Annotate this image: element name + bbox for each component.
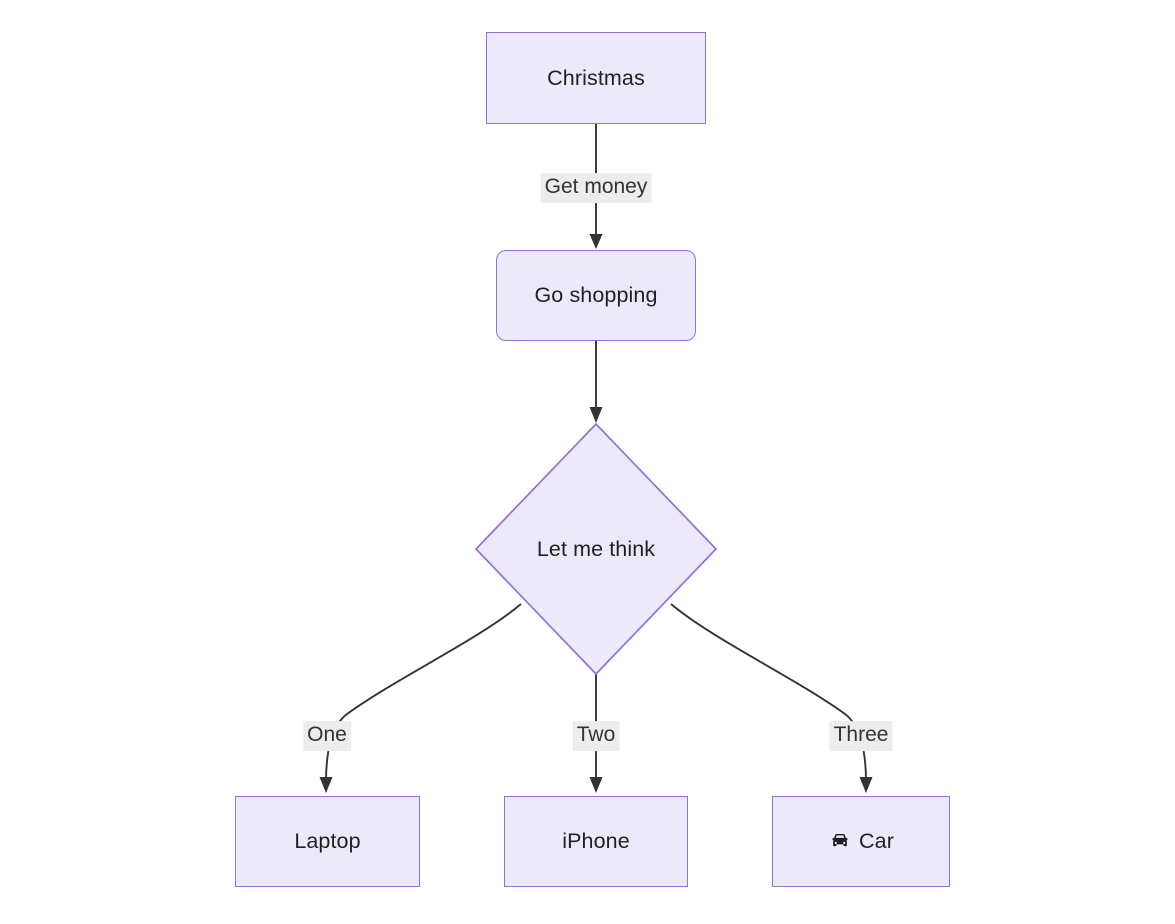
node-car[interactable]: Car	[772, 796, 950, 887]
node-laptop-label: Laptop	[294, 829, 361, 853]
node-iphone-label: iPhone	[562, 829, 630, 853]
car-icon	[828, 831, 852, 852]
edge-label-one: One	[303, 721, 351, 751]
edge-label-three: Three	[829, 721, 893, 751]
node-christmas[interactable]: Christmas	[486, 32, 706, 124]
node-let-me-think[interactable]: Let me think	[474, 422, 718, 676]
node-go-shopping[interactable]: Go shopping	[496, 250, 696, 341]
edge-label-get-money: Get money	[540, 173, 652, 203]
node-car-content: Car	[828, 829, 894, 854]
node-christmas-label: Christmas	[547, 65, 645, 90]
arrow-head-icon	[589, 777, 603, 793]
node-car-label: Car	[859, 829, 894, 853]
node-iphone[interactable]: iPhone	[504, 796, 688, 887]
edge-label-two: Two	[572, 721, 620, 751]
node-go-shopping-label: Go shopping	[534, 283, 658, 307]
node-let-me-think-label: Let me think	[536, 536, 656, 561]
edge-go-shopping-to-let-me-think	[589, 341, 603, 423]
diamond-shape-icon	[474, 422, 718, 676]
arrow-head-icon	[589, 407, 603, 423]
arrow-head-icon	[319, 777, 333, 793]
node-laptop[interactable]: Laptop	[235, 796, 420, 887]
arrow-head-icon	[589, 234, 603, 249]
arrow-head-icon	[859, 777, 873, 793]
